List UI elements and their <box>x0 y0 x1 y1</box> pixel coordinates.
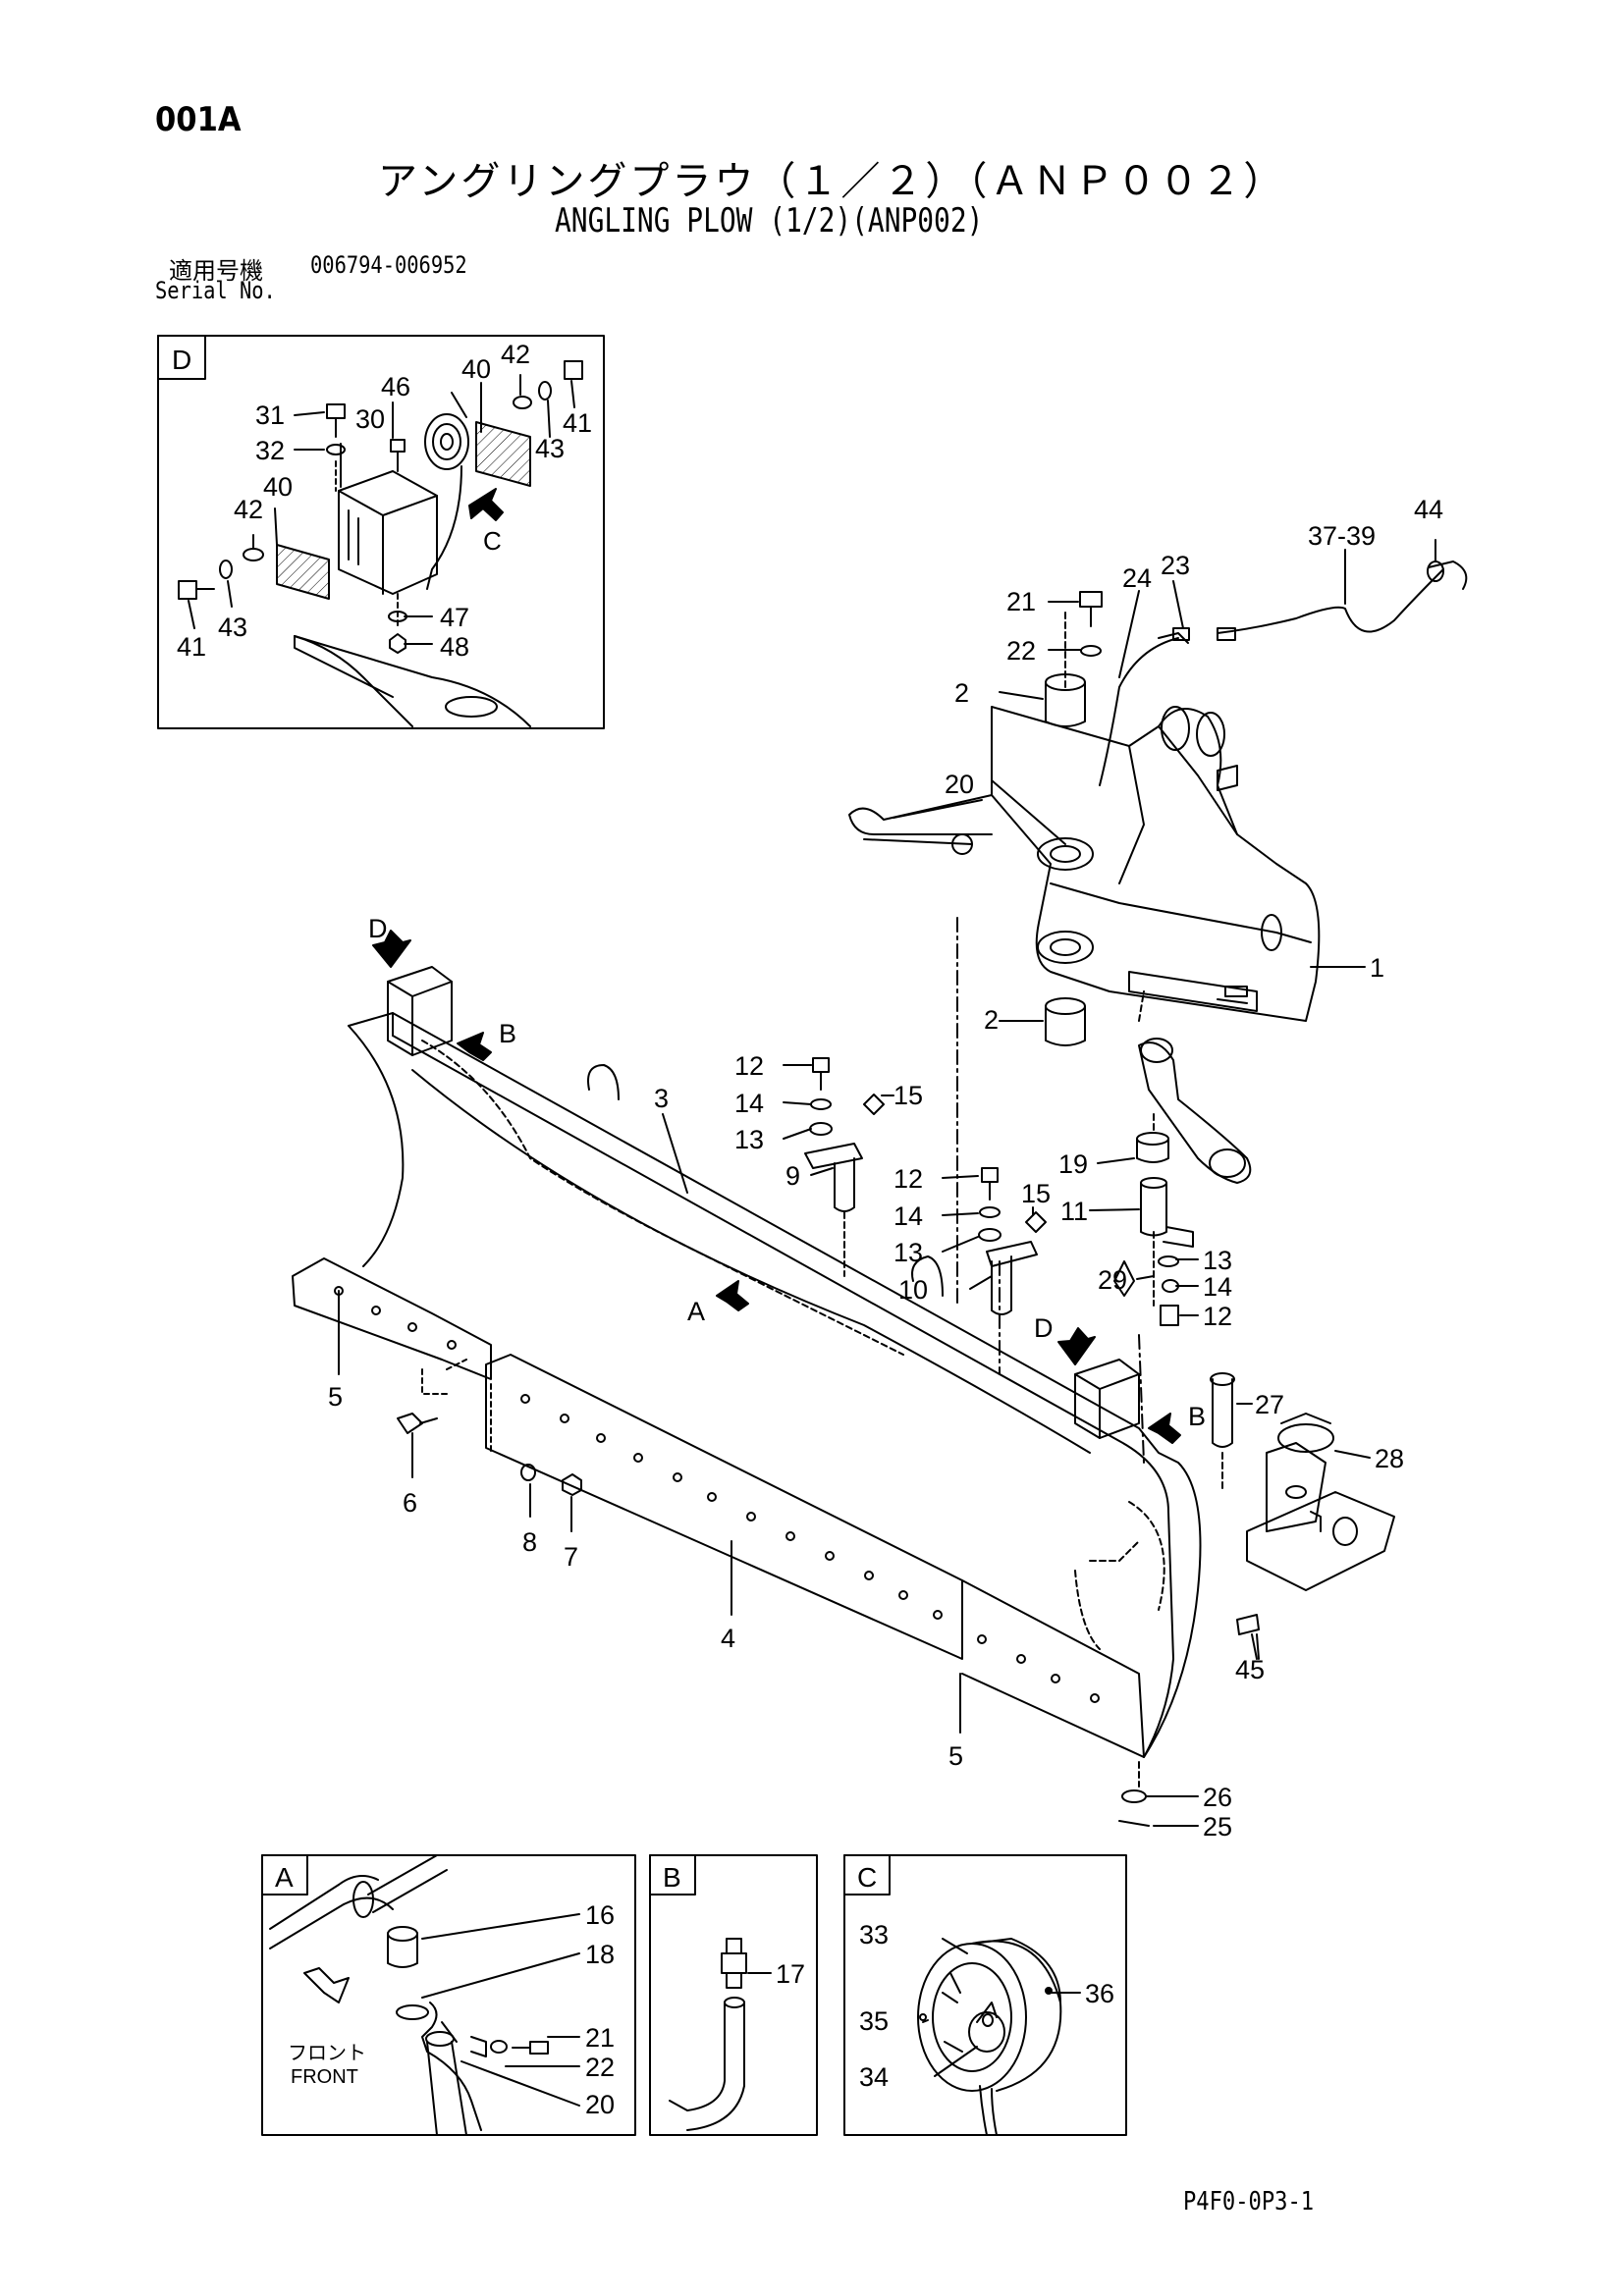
callout: 42 <box>501 340 530 369</box>
detail-c-label: C <box>857 1862 877 1893</box>
page-title-en: ANGLING PLOW (1/2)(ANP002) <box>555 201 984 240</box>
detail-view-b: B 17 <box>649 1854 818 2136</box>
callout: 40 <box>263 472 293 502</box>
callout: 15 <box>1021 1179 1051 1208</box>
detail-a-label: A <box>275 1862 294 1893</box>
callout: 3 <box>654 1084 669 1113</box>
callout: 20 <box>585 2090 615 2119</box>
serial-range: 006794-006952 <box>310 251 467 279</box>
callout: 21 <box>1006 587 1036 616</box>
blade-holes <box>334 1286 1100 1703</box>
callout: 37-39 <box>1308 521 1376 551</box>
callout: 14 <box>1203 1272 1232 1302</box>
detail-d-arrow-label: C <box>483 526 502 556</box>
callout: 41 <box>563 408 592 438</box>
callout: 43 <box>218 613 247 642</box>
page-title-jp: アングリングプラウ（１／２）（ＡＮＰ００２） <box>378 159 1286 204</box>
callout: 19 <box>1058 1149 1088 1179</box>
callout: 36 <box>1085 1979 1114 2008</box>
callout: 2 <box>954 678 969 708</box>
callout: 23 <box>1161 551 1190 580</box>
callout: 14 <box>734 1089 764 1118</box>
callout: 12 <box>734 1051 764 1081</box>
callout: 5 <box>948 1741 963 1771</box>
main-view: D B A D B <box>292 495 1468 1842</box>
callout: 4 <box>721 1624 735 1653</box>
callout: 44 <box>1414 495 1443 524</box>
callout: 13 <box>1203 1246 1232 1275</box>
callout: 21 <box>585 2023 615 2053</box>
callout: 11 <box>1060 1197 1088 1226</box>
callout: 26 <box>1203 1783 1232 1812</box>
callout: 22 <box>1006 636 1036 666</box>
callout: 9 <box>785 1161 800 1191</box>
callout: 17 <box>776 1959 805 1989</box>
arrow-label: D <box>368 914 388 943</box>
front-label-jp: フロント <box>288 2043 366 2064</box>
arrow-label: B <box>499 1019 516 1048</box>
callout: 15 <box>893 1081 923 1110</box>
detail-view-d: D C <box>157 335 605 729</box>
callout: 45 <box>1235 1655 1265 1684</box>
callout: 12 <box>893 1164 923 1194</box>
callout: 16 <box>585 1900 615 1930</box>
callout: 42 <box>234 495 263 524</box>
page-code: 001A <box>155 100 242 139</box>
front-label-en: FRONT <box>291 2066 358 2088</box>
callout: 18 <box>585 1940 615 1969</box>
serial-label-en: Serial No. <box>155 277 276 304</box>
callout: 43 <box>535 434 565 463</box>
callout: 12 <box>1203 1302 1232 1331</box>
document-code: P4F0-0P3-1 <box>1183 2187 1315 2216</box>
callout: 13 <box>734 1125 764 1154</box>
arrow-label: B <box>1188 1402 1206 1431</box>
callout: 5 <box>328 1382 343 1412</box>
serial-label-jp: 適用号機 <box>169 257 263 285</box>
callout: 7 <box>564 1542 578 1572</box>
callout: 40 <box>461 354 491 384</box>
callout: 46 <box>381 372 410 401</box>
callout: 14 <box>893 1201 923 1231</box>
callout: 27 <box>1255 1390 1284 1419</box>
callout: 10 <box>898 1275 928 1305</box>
callout: 31 <box>255 400 285 430</box>
callout: 24 <box>1122 563 1152 593</box>
callout: 8 <box>522 1527 537 1557</box>
callout: 48 <box>440 632 469 662</box>
callout: 28 <box>1375 1444 1404 1473</box>
callout: 20 <box>945 770 974 799</box>
arrow-label: D <box>1034 1313 1054 1343</box>
callout: 2 <box>984 1005 999 1035</box>
callout: 6 <box>403 1488 417 1518</box>
callout: 34 <box>859 2062 889 2092</box>
callout: 35 <box>859 2006 889 2036</box>
detail-d-label: D <box>172 345 191 375</box>
detail-view-c: C 33 36 35 34 <box>843 1854 1127 2136</box>
callout: 25 <box>1203 1812 1232 1842</box>
callout: 13 <box>893 1238 923 1267</box>
callout: 47 <box>440 603 469 632</box>
callout: 33 <box>859 1920 889 1949</box>
callout: 29 <box>1098 1265 1127 1295</box>
callout: 1 <box>1370 953 1384 983</box>
arrow-label: A <box>687 1297 705 1326</box>
detail-b-label: B <box>663 1862 681 1893</box>
view-arrows <box>372 930 1181 1444</box>
callout: 30 <box>355 404 385 434</box>
callout: 41 <box>177 632 206 662</box>
callout: 22 <box>585 2053 615 2082</box>
callout: 32 <box>255 436 285 465</box>
detail-view-a: A フロント FRONT 16 18 21 22 20 <box>261 1854 636 2136</box>
